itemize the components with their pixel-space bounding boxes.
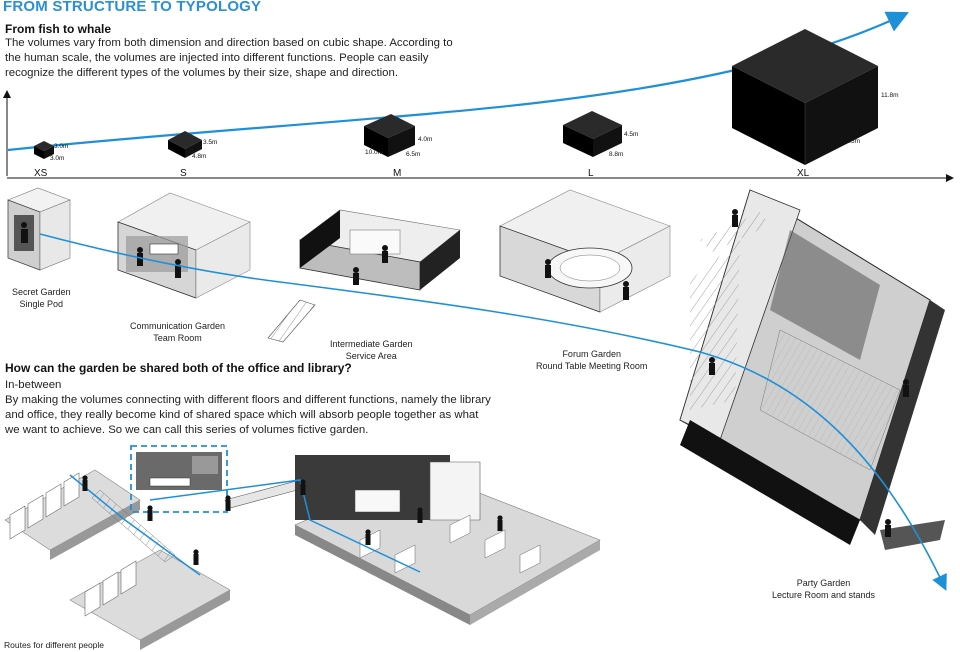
intermediate-garden-volume bbox=[267, 209, 461, 343]
caption-party-garden-name: Party Garden bbox=[796, 578, 851, 588]
caption-secret-garden: Secret Garden Single Pod bbox=[12, 286, 71, 310]
garden-route-line bbox=[39, 233, 947, 591]
section2-text: By making the volumes connecting with di… bbox=[5, 394, 491, 436]
secret-garden-volume bbox=[7, 187, 71, 271]
section1-text: The volumes vary from both dimension and… bbox=[5, 37, 453, 79]
caption-communication-garden-type: Team Room bbox=[153, 333, 202, 343]
section2-subheading: In-between bbox=[5, 379, 62, 391]
cube-xs bbox=[34, 141, 54, 159]
caption-forum-garden: Forum Garden Round Table Meeting Room bbox=[536, 348, 647, 372]
people-lower bbox=[82, 475, 503, 565]
size-label-s: S bbox=[180, 168, 187, 179]
dim-m-l: 10.0m bbox=[365, 149, 383, 156]
dim-l-h: 4.5m bbox=[624, 131, 638, 138]
size-label-xs: XS bbox=[34, 168, 48, 179]
dim-s-w: 4.8m bbox=[192, 153, 206, 160]
route-office bbox=[149, 479, 421, 573]
dim-xs-w: 3.0m bbox=[50, 155, 64, 162]
dim-xl-h: 11.8m bbox=[881, 92, 899, 99]
cube-s bbox=[168, 131, 202, 158]
caption-secret-garden-type: Single Pod bbox=[19, 299, 64, 309]
party-garden-volume bbox=[679, 189, 945, 550]
caption-communication-garden: Communication Garden Team Room bbox=[130, 320, 225, 344]
forum-garden-volume bbox=[499, 189, 671, 313]
caption-party-garden-type: Lecture Room and stands bbox=[772, 590, 876, 600]
size-label-xl: XL bbox=[797, 168, 810, 179]
caption-intermediate-garden-name: Intermediate Garden bbox=[330, 339, 413, 349]
caption-party-garden: Party Garden Lecture Room and stands bbox=[772, 577, 875, 601]
dim-m-w: 6.5m bbox=[406, 151, 420, 158]
communication-garden-volume bbox=[117, 192, 251, 299]
caption-intermediate-garden: Intermediate Garden Service Area bbox=[330, 338, 413, 362]
cube-xl bbox=[732, 29, 878, 165]
caption-communication-garden-name: Communication Garden bbox=[130, 321, 226, 331]
dim-xs-h: 3.0m bbox=[54, 143, 68, 150]
office-platform bbox=[294, 455, 601, 625]
routes-caption: Routes for different people bbox=[4, 640, 105, 650]
size-label-l: L bbox=[588, 168, 594, 179]
highlight-module bbox=[130, 445, 228, 513]
dim-m-h: 4.0m bbox=[418, 136, 432, 143]
route-library bbox=[69, 474, 201, 576]
dim-xl-w: 22.5m bbox=[842, 138, 860, 145]
caption-forum-garden-type: Round Table Meeting Room bbox=[536, 361, 648, 371]
page-title: FROM STRUCTURE TO TYPOLOGY bbox=[3, 0, 262, 15]
caption-forum-garden-name: Forum Garden bbox=[562, 349, 621, 359]
section1-heading: From fish to whale bbox=[5, 22, 112, 36]
size-label-m: M bbox=[393, 168, 401, 179]
dim-l-w: 8.8m bbox=[609, 151, 623, 158]
library-shelves-lower bbox=[69, 549, 231, 650]
caption-intermediate-garden-type: Service Area bbox=[345, 351, 397, 361]
section2-heading: How can the garden be shared both of the… bbox=[5, 361, 352, 375]
dim-s-h: 3.5m bbox=[203, 139, 217, 146]
caption-secret-garden-name: Secret Garden bbox=[12, 287, 71, 297]
cube-l bbox=[563, 111, 622, 157]
cube-m bbox=[364, 114, 415, 157]
